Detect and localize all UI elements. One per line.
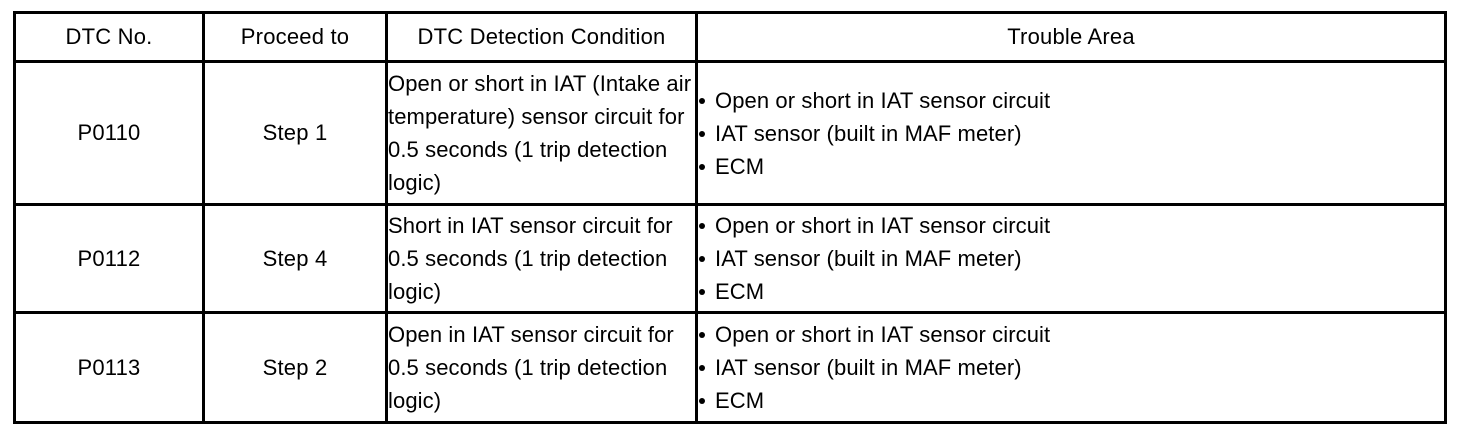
- bullet-icon: [699, 365, 705, 371]
- list-item: IAT sensor (built in MAF meter): [698, 242, 1444, 275]
- cell-trouble-area: Open or short in IAT sensor circuit IAT …: [695, 203, 1447, 314]
- list-item-label: ECM: [715, 153, 765, 179]
- list-item-label: ECM: [715, 388, 765, 413]
- table-body: P0110 Step 1 Open or short in IAT (Intak…: [13, 60, 1447, 424]
- bullet-icon: [699, 130, 705, 137]
- list-item: IAT sensor (built in MAF meter): [698, 351, 1444, 384]
- list-item-label: IAT sensor (built in MAF meter): [715, 355, 1022, 380]
- list-item-label: IAT sensor (built in MAF meter): [715, 120, 1022, 146]
- cell-detection-condition: Open in IAT sensor circuit for 0.5 secon…: [385, 311, 698, 424]
- column-header-trouble-area: Trouble Area: [695, 11, 1447, 63]
- cell-trouble-area: Open or short in IAT sensor circuit IAT …: [695, 311, 1447, 424]
- list-item: Open or short in IAT sensor circuit: [698, 209, 1444, 242]
- cell-proceed-to: Step 2: [202, 311, 388, 424]
- list-item-label: Open or short in IAT sensor circuit: [715, 213, 1051, 238]
- table-row: P0113 Step 2 Open in IAT sensor circuit …: [13, 311, 1447, 424]
- bullet-icon: [699, 97, 705, 104]
- column-header-dtc-no: DTC No.: [13, 11, 205, 63]
- list-item-label: ECM: [715, 279, 765, 304]
- list-item: Open or short in IAT sensor circuit: [698, 84, 1444, 117]
- list-item: ECM: [698, 150, 1444, 183]
- trouble-area-list: Open or short in IAT sensor circuit IAT …: [698, 209, 1444, 308]
- cell-dtc-no: P0113: [13, 311, 205, 424]
- trouble-area-list: Open or short in IAT sensor circuit IAT …: [698, 84, 1444, 183]
- cell-proceed-to: Step 1: [202, 60, 388, 206]
- bullet-icon: [699, 332, 705, 338]
- cell-proceed-to: Step 4: [202, 203, 388, 314]
- bullet-icon: [699, 223, 705, 229]
- cell-detection-condition: Short in IAT sensor circuit for 0.5 seco…: [385, 203, 698, 314]
- bullet-icon: [699, 289, 705, 295]
- dtc-reference-table: DTC No. Proceed to DTC Detection Conditi…: [13, 11, 1447, 424]
- list-item-label: Open or short in IAT sensor circuit: [715, 87, 1051, 113]
- cell-dtc-no: P0110: [13, 60, 205, 206]
- bullet-icon: [699, 256, 705, 262]
- list-item: IAT sensor (built in MAF meter): [698, 117, 1444, 150]
- list-item-label: IAT sensor (built in MAF meter): [715, 246, 1022, 271]
- table-header-row: DTC No. Proceed to DTC Detection Conditi…: [13, 11, 1447, 63]
- cell-detection-condition: Open or short in IAT (Intake air tempera…: [385, 60, 698, 206]
- bullet-icon: [699, 163, 705, 170]
- table-row: P0110 Step 1 Open or short in IAT (Intak…: [13, 60, 1447, 206]
- table-header: DTC No. Proceed to DTC Detection Conditi…: [13, 11, 1447, 63]
- list-item-label: Open or short in IAT sensor circuit: [715, 322, 1051, 347]
- list-item: ECM: [698, 384, 1444, 417]
- column-header-detection-condition: DTC Detection Condition: [385, 11, 698, 63]
- list-item: Open or short in IAT sensor circuit: [698, 318, 1444, 351]
- bullet-icon: [699, 398, 705, 404]
- table-row: P0112 Step 4 Short in IAT sensor circuit…: [13, 203, 1447, 314]
- list-item: ECM: [698, 275, 1444, 308]
- trouble-area-list: Open or short in IAT sensor circuit IAT …: [698, 318, 1444, 417]
- column-header-proceed-to: Proceed to: [202, 11, 388, 63]
- cell-dtc-no: P0112: [13, 203, 205, 314]
- cell-trouble-area: Open or short in IAT sensor circuit IAT …: [695, 60, 1447, 206]
